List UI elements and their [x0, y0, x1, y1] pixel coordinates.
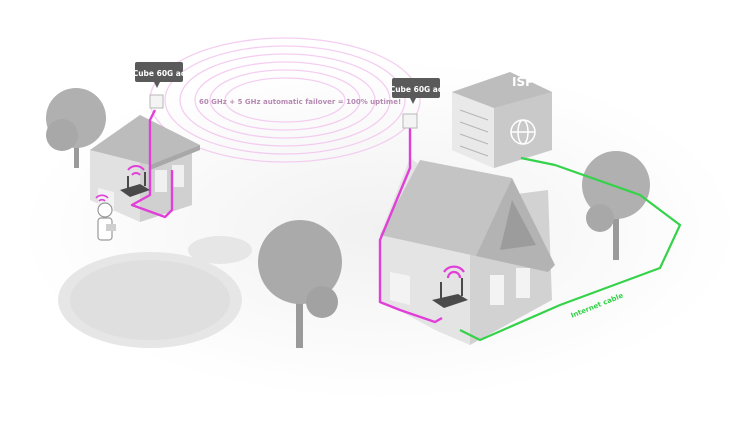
globe-icon [510, 119, 536, 145]
wifi-icon [95, 194, 109, 202]
cube-device-right [402, 113, 418, 129]
house-right [380, 158, 555, 345]
tree-middle [258, 220, 342, 348]
device-tag-right: Cube 60G ac [390, 78, 443, 104]
tree-left [46, 88, 106, 168]
internet-cable-line [459, 156, 682, 342]
device-label-left: Cube 60G ac [133, 69, 186, 78]
isp-building [452, 72, 552, 168]
pond-small [188, 236, 252, 264]
pond-large [58, 252, 242, 348]
wireless-waves [149, 37, 421, 163]
device-tag-left: Cube 60G ac [133, 62, 186, 88]
cube-device-left [149, 94, 164, 109]
device-label-right: Cube 60G ac [390, 85, 443, 94]
link-caption: 60 GHz + 5 GHz automatic failover = 100%… [199, 98, 401, 106]
magenta-cable-left [130, 109, 174, 219]
magenta-cable-right [378, 128, 443, 324]
tree-right [582, 151, 650, 260]
ground-shadow [20, 60, 740, 400]
wifi-icon [443, 265, 465, 279]
person-icon [97, 202, 116, 241]
house-left [90, 115, 200, 222]
isp-label: ISP [512, 75, 534, 89]
router-icon [432, 278, 468, 308]
wifi-icon [127, 165, 145, 176]
router-icon [120, 172, 150, 197]
